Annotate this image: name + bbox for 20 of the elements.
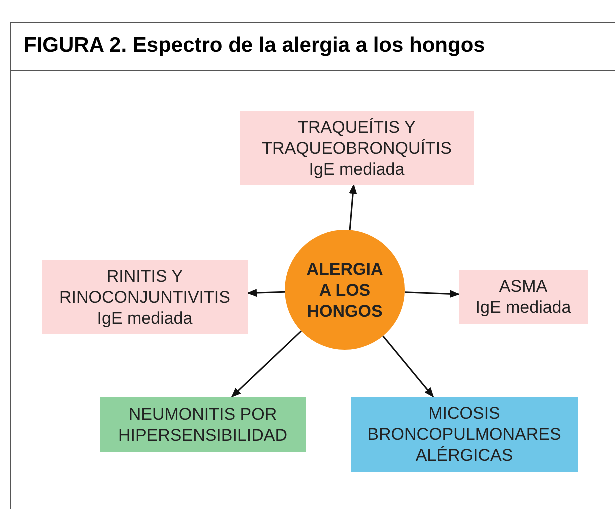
condition-box — [351, 397, 578, 472]
condition-box — [240, 111, 474, 185]
arrow — [382, 336, 434, 398]
condition-name: ASMA — [498, 276, 549, 297]
condition-note: IgE mediada — [474, 297, 572, 318]
condition-box — [459, 270, 588, 324]
arrow — [231, 330, 302, 398]
condition-box — [100, 397, 306, 452]
condition-name: MICOSIS BRONCOPULMONARES ALÉRGICAS — [366, 403, 562, 466]
condition-note: IgE mediada — [96, 308, 194, 328]
arrow — [349, 184, 358, 230]
condition-name: RINITIS Y RINOCONJUNTIVITIS — [58, 266, 232, 308]
title: FIGURA 2. Espectro de la alergia a los hongos — [24, 33, 486, 59]
circle-label: ALERGIA A LOS HONGOS — [306, 258, 384, 322]
condition-box — [42, 260, 248, 334]
condition-name: TRAQUEÍTIS Y TRAQUEOBRONQUÍTIS — [261, 116, 453, 158]
condition-note: IgE mediada — [308, 158, 406, 180]
arrow — [404, 290, 460, 298]
arrow — [247, 289, 286, 298]
condition-name: NEUMONITIS POR HIPERSENSIBILIDAD — [117, 404, 289, 446]
